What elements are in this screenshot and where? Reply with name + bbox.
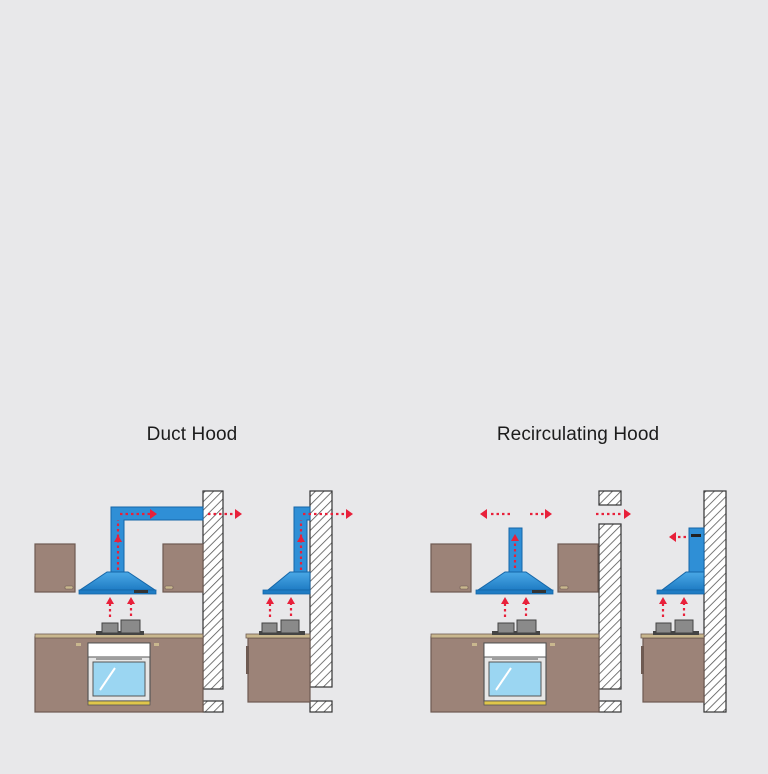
cooking-pot-icon — [259, 619, 305, 635]
range-hood-icon — [656, 571, 705, 595]
recirc-scene-side — [640, 490, 727, 713]
duct-hood-caption: Duct Hood — [146, 424, 238, 445]
wall-section-icon — [202, 490, 224, 713]
cooking-pot-icon — [653, 619, 699, 635]
oven-icon — [483, 642, 547, 706]
recirculating-hood-caption: Recirculating Hood — [496, 424, 660, 445]
cooking-pot-icon — [492, 619, 540, 635]
airflow-arrow-icon — [661, 535, 686, 617]
airflow-arrow-icon — [108, 512, 234, 617]
wall-section-icon — [703, 490, 727, 713]
range-hood-icon — [78, 571, 157, 595]
wall-section-icon — [309, 490, 333, 713]
oven-icon — [87, 642, 151, 706]
chimney — [688, 527, 705, 573]
cooking-pot-icon — [96, 619, 144, 635]
wall-section-icon — [598, 490, 622, 713]
range-hood-icon — [262, 571, 311, 595]
recirc-scene-full-kitchen — [430, 490, 631, 713]
kitchen-cabinet-icon — [34, 543, 204, 593]
airflow-arrow-icon — [268, 512, 345, 617]
lower-cabinet — [640, 633, 705, 703]
lower-cabinet — [245, 633, 311, 703]
duct-scene-side — [245, 490, 353, 713]
airflow-arrow-icon — [488, 512, 623, 617]
duct-scene-full-kitchen — [34, 490, 242, 713]
kitchen-cabinet-icon — [430, 543, 599, 593]
range-hood-icon — [475, 571, 554, 595]
